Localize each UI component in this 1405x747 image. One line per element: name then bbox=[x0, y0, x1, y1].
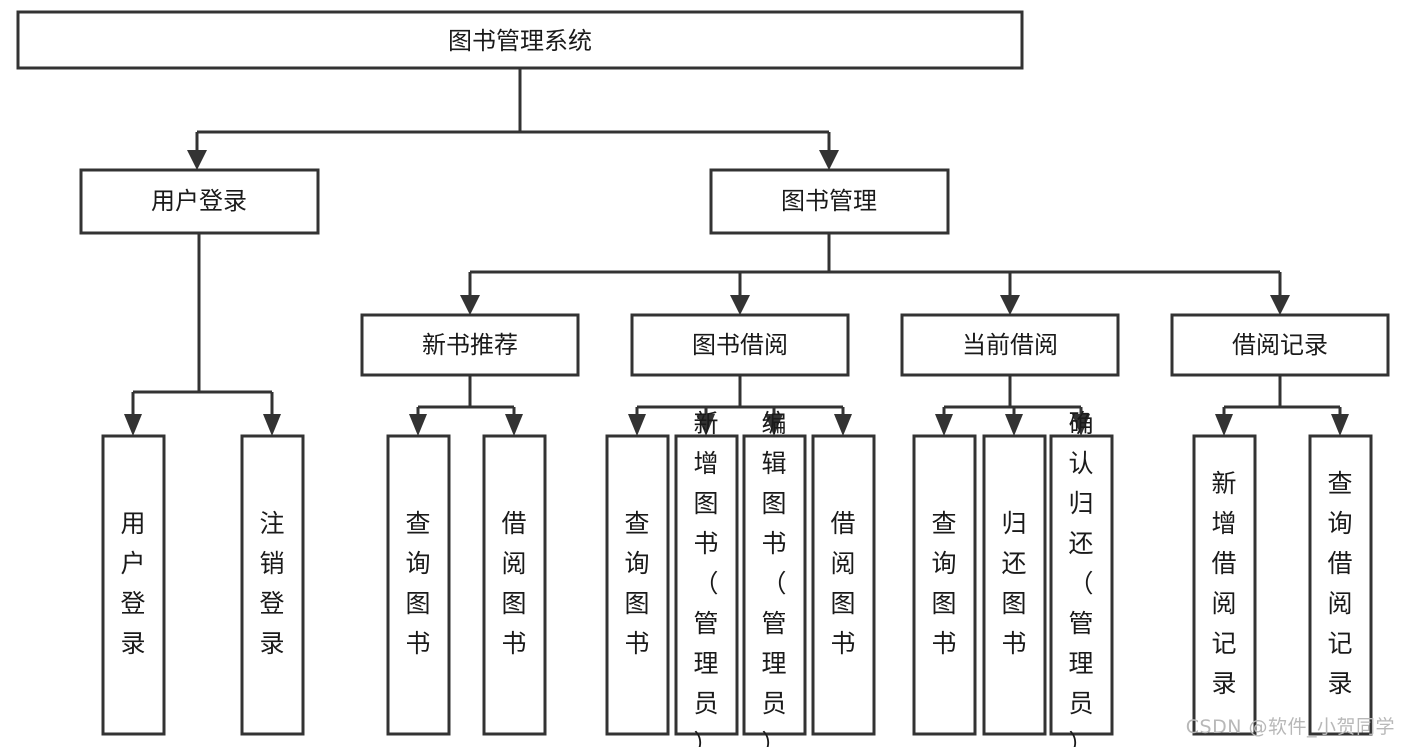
connector-layer bbox=[124, 68, 1349, 436]
node-new-book-recommend[interactable]: 新书推荐 bbox=[360, 313, 580, 377]
node-leaf-return-book-box[interactable] bbox=[982, 434, 1047, 736]
node-user-login-box[interactable] bbox=[79, 168, 320, 235]
arrowhead-leaf-return-book bbox=[1005, 414, 1023, 436]
node-root-box[interactable] bbox=[16, 10, 1024, 70]
arrowhead-leaf-user-login bbox=[124, 414, 142, 436]
node-leaf-query-book-2-box[interactable] bbox=[605, 434, 670, 736]
node-leaf-logout-login[interactable]: 注销登录 bbox=[240, 434, 305, 736]
node-leaf-confirm-return-box[interactable] bbox=[1049, 434, 1114, 736]
node-leaf-query-book-2[interactable]: 查询图书 bbox=[605, 434, 670, 736]
arrowhead-leaf-add-book bbox=[697, 414, 715, 436]
arrowhead-leaf-borrow-book-1 bbox=[505, 414, 523, 436]
node-leaf-add-record[interactable]: 新增借阅记录 bbox=[1192, 434, 1257, 736]
node-leaf-borrow-book-1-box[interactable] bbox=[482, 434, 547, 736]
arrowhead-leaf-logout-login bbox=[263, 414, 281, 436]
node-new-book-recommend-label: 新书推荐 bbox=[422, 331, 518, 359]
node-leaf-confirm-return[interactable]: 确认归还（管理员） bbox=[1049, 409, 1114, 747]
node-leaf-query-record-box[interactable] bbox=[1308, 434, 1373, 736]
node-user-login[interactable]: 用户登录 bbox=[79, 168, 320, 235]
node-book-management-label: 图书管理 bbox=[781, 187, 877, 215]
node-root[interactable]: 图书管理系统 bbox=[16, 10, 1024, 70]
node-leaf-borrow-book-1[interactable]: 借阅图书 bbox=[482, 434, 547, 736]
arrowhead-borrow-record bbox=[1270, 295, 1290, 315]
node-new-book-recommend-box[interactable] bbox=[360, 313, 580, 377]
arrowhead-leaf-confirm-return bbox=[1072, 414, 1090, 436]
arrowhead-leaf-edit-book bbox=[765, 414, 783, 436]
node-leaf-query-book-2-label: 查询图书 bbox=[624, 509, 649, 658]
node-leaf-user-login-label: 用户登录 bbox=[120, 509, 145, 658]
node-leaf-return-book[interactable]: 归还图书 bbox=[982, 434, 1047, 736]
node-leaf-query-book-1[interactable]: 查询图书 bbox=[386, 434, 451, 736]
node-leaf-add-book[interactable]: 新增图书（管理员） bbox=[674, 409, 739, 747]
node-book-borrow-box[interactable] bbox=[630, 313, 850, 377]
arrowhead-leaf-query-record bbox=[1331, 414, 1349, 436]
node-book-management[interactable]: 图书管理 bbox=[709, 168, 950, 235]
node-book-management-box[interactable] bbox=[709, 168, 950, 235]
node-root-label: 图书管理系统 bbox=[448, 27, 592, 55]
node-leaf-query-record-label: 查询借阅记录 bbox=[1327, 469, 1352, 698]
node-leaf-query-book-3[interactable]: 查询图书 bbox=[912, 434, 977, 736]
arrowhead-leaf-add-record bbox=[1215, 414, 1233, 436]
arrowhead-book-management bbox=[819, 150, 839, 170]
arrowhead-book-borrow bbox=[730, 295, 750, 315]
node-leaf-query-book-3-box[interactable] bbox=[912, 434, 977, 736]
arrowhead-leaf-query-book-1 bbox=[409, 414, 427, 436]
node-leaf-borrow-book-2-box[interactable] bbox=[811, 434, 876, 736]
node-book-borrow[interactable]: 图书借阅 bbox=[630, 313, 850, 377]
node-leaf-query-record[interactable]: 查询借阅记录 bbox=[1308, 434, 1373, 736]
node-leaf-confirm-return-label: 确认归还（管理员） bbox=[1068, 409, 1093, 747]
node-leaf-add-record-box[interactable] bbox=[1192, 434, 1257, 736]
node-leaf-borrow-book-2-label: 借阅图书 bbox=[830, 509, 855, 658]
node-leaf-user-login[interactable]: 用户登录 bbox=[101, 434, 166, 736]
node-borrow-record[interactable]: 借阅记录 bbox=[1170, 313, 1390, 377]
node-leaf-borrow-book-1-label: 借阅图书 bbox=[501, 509, 526, 658]
node-current-borrow-box[interactable] bbox=[900, 313, 1120, 377]
node-leaf-query-book-1-label: 查询图书 bbox=[405, 509, 430, 658]
node-leaf-add-book-label: 新增图书（管理员） bbox=[693, 409, 718, 747]
node-leaf-edit-book-box[interactable] bbox=[742, 434, 807, 736]
node-leaf-query-book-1-box[interactable] bbox=[386, 434, 451, 736]
arrowhead-user-login bbox=[187, 150, 207, 170]
node-leaf-return-book-label: 归还图书 bbox=[1001, 509, 1026, 658]
node-leaf-query-book-3-label: 查询图书 bbox=[931, 509, 956, 658]
node-leaf-user-login-box[interactable] bbox=[101, 434, 166, 736]
arrowhead-current-borrow bbox=[1000, 295, 1020, 315]
arrowhead-leaf-query-book-3 bbox=[935, 414, 953, 436]
node-leaf-add-record-label: 新增借阅记录 bbox=[1211, 469, 1236, 698]
arrowhead-new-book-recommend bbox=[460, 295, 480, 315]
arrowhead-leaf-query-book-2 bbox=[628, 414, 646, 436]
node-user-login-label: 用户登录 bbox=[151, 187, 247, 215]
node-leaf-logout-login-box[interactable] bbox=[240, 434, 305, 736]
node-leaf-edit-book-label: 编辑图书（管理员） bbox=[761, 409, 786, 747]
node-leaf-borrow-book-2[interactable]: 借阅图书 bbox=[811, 434, 876, 736]
node-book-borrow-label: 图书借阅 bbox=[692, 331, 788, 359]
node-current-borrow-label: 当前借阅 bbox=[962, 331, 1058, 359]
node-leaf-add-book-box[interactable] bbox=[674, 434, 739, 736]
node-leaf-edit-book[interactable]: 编辑图书（管理员） bbox=[742, 409, 807, 747]
node-borrow-record-label: 借阅记录 bbox=[1232, 331, 1328, 359]
node-borrow-record-box[interactable] bbox=[1170, 313, 1390, 377]
node-leaf-logout-login-label: 注销登录 bbox=[259, 509, 284, 658]
node-current-borrow[interactable]: 当前借阅 bbox=[900, 313, 1120, 377]
arrowhead-leaf-borrow-book-2 bbox=[834, 414, 852, 436]
